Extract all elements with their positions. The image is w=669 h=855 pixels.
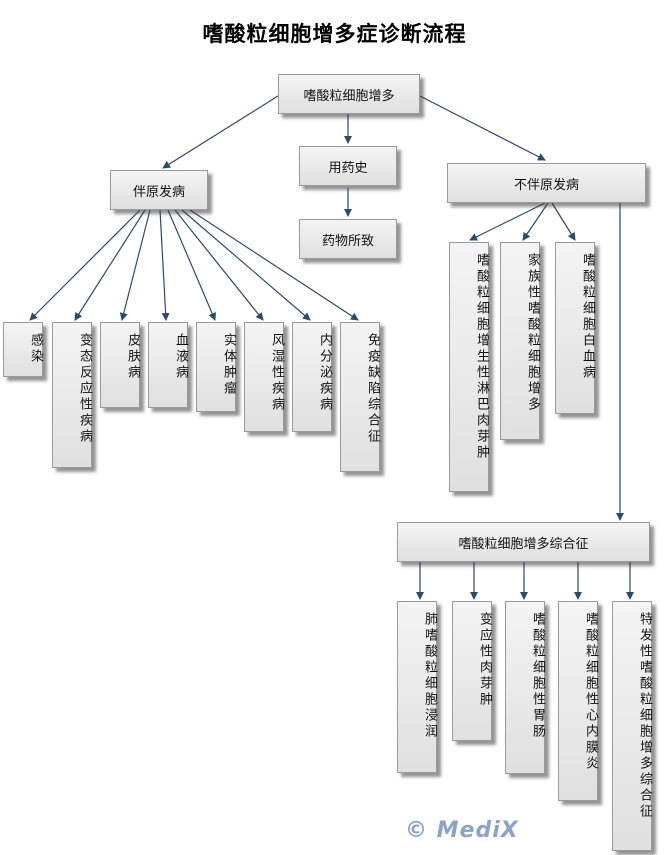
node-infection: 感染 bbox=[3, 322, 43, 377]
node-idiopathic: 特发性嗜酸粒细胞增多综合征 bbox=[612, 601, 652, 851]
node-lymphogranuloma: 嗜酸粒细胞增生性淋巴肉芽肿 bbox=[449, 242, 489, 492]
medix-watermark: © MediX bbox=[405, 818, 519, 843]
node-skin: 皮肤病 bbox=[100, 322, 140, 408]
node-drug-induced: 药物所致 bbox=[299, 219, 397, 259]
page-title: 嗜酸粒细胞增多症诊断流程 bbox=[202, 21, 467, 46]
node-allergy: 变态反应性疾病 bbox=[52, 322, 92, 468]
node-with-primary: 伴原发病 bbox=[110, 170, 208, 210]
node-blood: 血液病 bbox=[148, 322, 188, 408]
node-endocrine: 内分泌疾病 bbox=[292, 322, 332, 432]
node-familial: 家族性嗜酸粒细胞增多 bbox=[500, 242, 540, 440]
node-leukemia: 嗜酸粒细胞白血病 bbox=[555, 242, 595, 414]
node-gastroenteritis: 嗜酸粒细胞性胃肠 bbox=[505, 601, 545, 774]
node-endocarditis: 嗜酸粒细胞性心内膜炎 bbox=[558, 601, 598, 801]
node-immunodeficiency: 免疫缺陷综合征 bbox=[340, 322, 380, 472]
node-granuloma: 变应性肉芽肿 bbox=[452, 601, 492, 741]
node-pulmonary: 肺嗜酸粒细胞浸润 bbox=[397, 601, 437, 773]
node-solid-tumor: 实体肿瘤 bbox=[196, 322, 236, 412]
node-rheumatic: 风湿性疾病 bbox=[244, 322, 284, 432]
node-syndrome: 嗜酸粒细胞增多综合征 bbox=[397, 522, 650, 562]
node-drug-history: 用药史 bbox=[299, 146, 397, 186]
node-without-primary: 不伴原发病 bbox=[447, 163, 646, 203]
node-root: 嗜酸粒细胞增多 bbox=[278, 74, 420, 114]
